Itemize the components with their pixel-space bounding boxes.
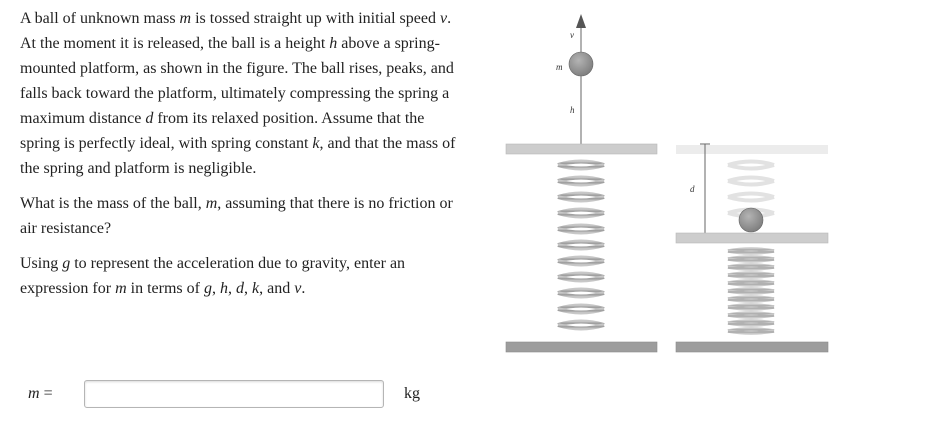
ball: [568, 51, 594, 77]
ball-compressed: [738, 207, 764, 233]
text-span: is tossed straight up with initial speed: [191, 10, 440, 27]
spring-compressed: [727, 247, 775, 335]
text-span: , and that the mass of the spring and pl…: [20, 135, 456, 177]
var-m: m: [179, 10, 192, 27]
var-d: d: [235, 280, 244, 297]
spring-left: [557, 159, 605, 331]
answer-label-eq: =: [39, 385, 53, 402]
velocity-arrow-icon: [576, 14, 586, 28]
problem-text: A ball of unknown mass m is tossed strai…: [20, 6, 465, 301]
text-span: .: [301, 280, 306, 297]
platform-relaxed-ghost: [676, 145, 828, 154]
label-h: h: [570, 105, 575, 115]
text-span: from its relaxed position. Assume that t…: [20, 110, 425, 152]
text-span: A ball of unknown mass: [20, 10, 180, 27]
platform-top-left: [505, 143, 658, 155]
var-k: k: [251, 280, 260, 297]
right-setup: d: [675, 143, 829, 353]
text-span: , and: [259, 280, 295, 297]
text-span: above a spring-mounted platform, as show…: [20, 35, 454, 127]
spring-figure: v m h: [505, 14, 829, 353]
var-g: g: [62, 255, 71, 272]
var-k: k: [312, 135, 320, 152]
base-right: [675, 341, 829, 353]
var-v: v: [439, 10, 448, 27]
text-span: What is the mass of the ball,: [20, 195, 206, 212]
platform-compressed: [675, 232, 829, 244]
text-span: to represent the acceleration due to gra…: [20, 255, 406, 297]
problem-paragraph-1: A ball of unknown mass m is tossed strai…: [20, 6, 465, 181]
label-d: d: [690, 184, 695, 194]
var-v: v: [294, 280, 302, 297]
answer-label-var: m: [28, 385, 40, 402]
text-span: ,: [211, 280, 220, 297]
var-h: h: [329, 35, 338, 52]
text-span: , assuming that there is no friction or …: [20, 195, 453, 237]
var-m: m: [115, 280, 127, 297]
text-span: . At the moment it is released, the ball…: [20, 10, 452, 52]
var-d: d: [145, 110, 154, 127]
problem-paragraph-3: Using g to represent the acceleration du…: [20, 251, 465, 301]
text-span: ,: [243, 280, 252, 297]
text-span: ,: [227, 280, 236, 297]
var-h: h: [219, 280, 228, 297]
text-span: in terms of: [126, 280, 204, 297]
problem-paragraph-2: What is the mass of the ball, m, assumin…: [20, 191, 465, 241]
left-setup: v m h: [505, 14, 658, 353]
var-m: m: [205, 195, 218, 212]
label-v: v: [570, 30, 574, 40]
label-m: m: [556, 62, 563, 72]
answer-label: m =: [28, 385, 84, 403]
answer-input[interactable]: [84, 380, 384, 408]
answer-row: m = kg: [28, 378, 420, 410]
unit-label: kg: [404, 385, 420, 402]
var-g: g: [203, 280, 212, 297]
text-span: Using: [20, 255, 63, 272]
base-left: [505, 341, 658, 353]
